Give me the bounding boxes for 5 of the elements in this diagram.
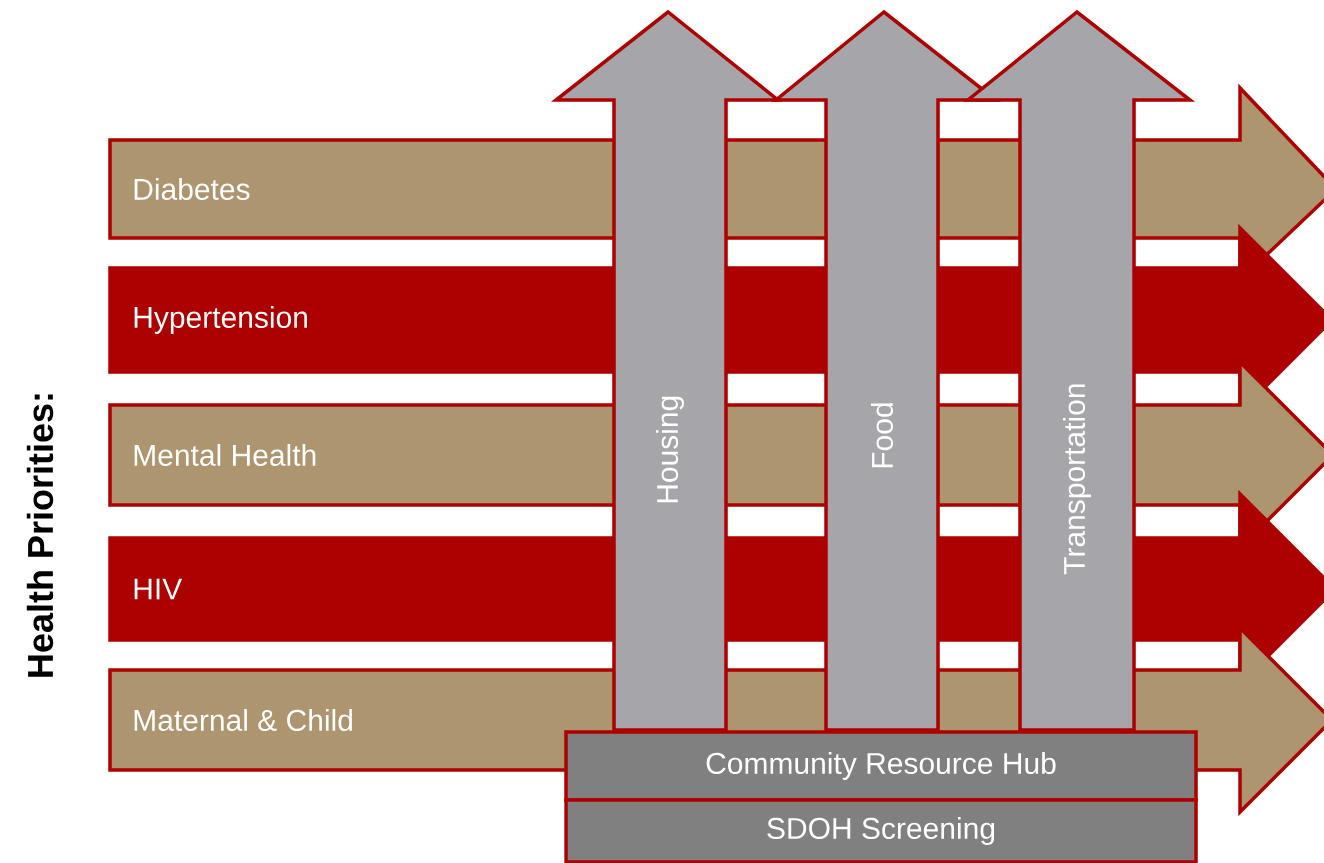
arrow-band: Transportation [963, 9, 1196, 732]
process-box: SDOH Screening [564, 798, 1198, 863]
side-heading: Health Priorities: [26, 394, 54, 677]
arrow-band: Housing [550, 9, 783, 732]
arrow-band: Food [771, 9, 1002, 732]
